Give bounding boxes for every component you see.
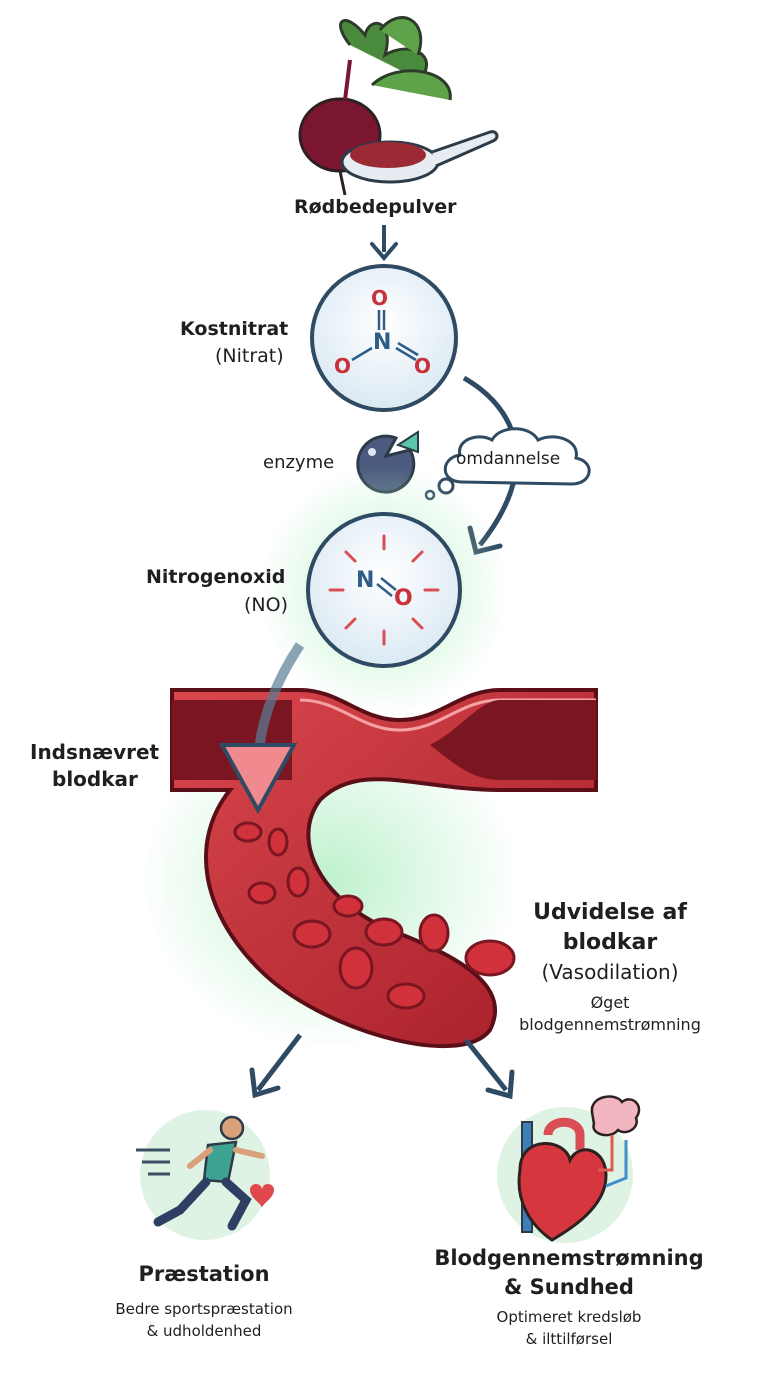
dilation-note1: Øget <box>590 993 630 1012</box>
runner-icon <box>136 1115 274 1231</box>
arrow-to-health <box>464 1038 508 1092</box>
nitric-oxide-title: Nitrogenoxid <box>146 566 286 588</box>
arrow-to-nitrate-head <box>370 242 398 262</box>
nitrate-nitrogen: N <box>373 330 392 355</box>
red-blood-cells <box>233 821 516 1010</box>
health-title-line1: Blodgennemstrømning <box>434 1246 704 1270</box>
nitric-oxide-rays <box>328 534 440 646</box>
beet-title: Rødbedepulver <box>294 196 457 218</box>
performance-line1: Bedre sportspræstation <box>115 1300 293 1318</box>
performance-title: Præstation <box>138 1262 270 1286</box>
nitric-oxide-oxygen: O <box>394 586 413 611</box>
dilation-note2: blodgennemstrømning <box>519 1015 701 1034</box>
heart-icon <box>517 1117 608 1242</box>
nitric-oxide-subtitle: (NO) <box>244 594 288 616</box>
narrowed-vessel-line1: Indsnævret <box>30 740 160 764</box>
nitrate-title: Kostnitrat <box>180 318 289 340</box>
health-line2: & ilttilførsel <box>525 1330 613 1348</box>
dilation-subtitle: (Vasodilation) <box>541 960 679 984</box>
enzyme-label: enzyme <box>263 452 335 473</box>
dilation-line1: Udvidelse af <box>533 900 687 925</box>
spoon-icon <box>340 130 499 184</box>
nitric-oxide-nitrogen: N <box>356 568 375 593</box>
arrow-to-performance <box>256 1033 302 1092</box>
nitrate-oxygen-top: O <box>371 286 389 310</box>
narrowed-vessel-line2: blodkar <box>52 767 138 791</box>
nitric-oxide-bond <box>376 577 397 597</box>
nitrate-circle <box>310 264 458 412</box>
dilation-line2: blodkar <box>562 930 658 955</box>
nitrate-bonds <box>351 310 419 362</box>
nitric-oxide-arrow-head <box>218 743 298 815</box>
performance-line2: & udholdenhed <box>146 1322 262 1340</box>
arrow-to-health-head <box>485 1069 515 1100</box>
health-line1: Optimeret kredsløb <box>496 1308 642 1326</box>
beetroot-icon <box>298 16 452 196</box>
arrow-to-performance-head <box>249 1067 281 1099</box>
nitrate-oxygen-left: O <box>334 354 352 378</box>
brain-icon <box>590 1095 641 1188</box>
blood-vessel <box>140 688 598 1050</box>
nitrate-oxygen-right: O <box>414 354 432 378</box>
conversion-label: omdannelse <box>456 449 561 469</box>
health-title-line2: & Sundhed <box>504 1275 634 1299</box>
nitrate-subtitle: (Nitrat) <box>215 345 284 367</box>
